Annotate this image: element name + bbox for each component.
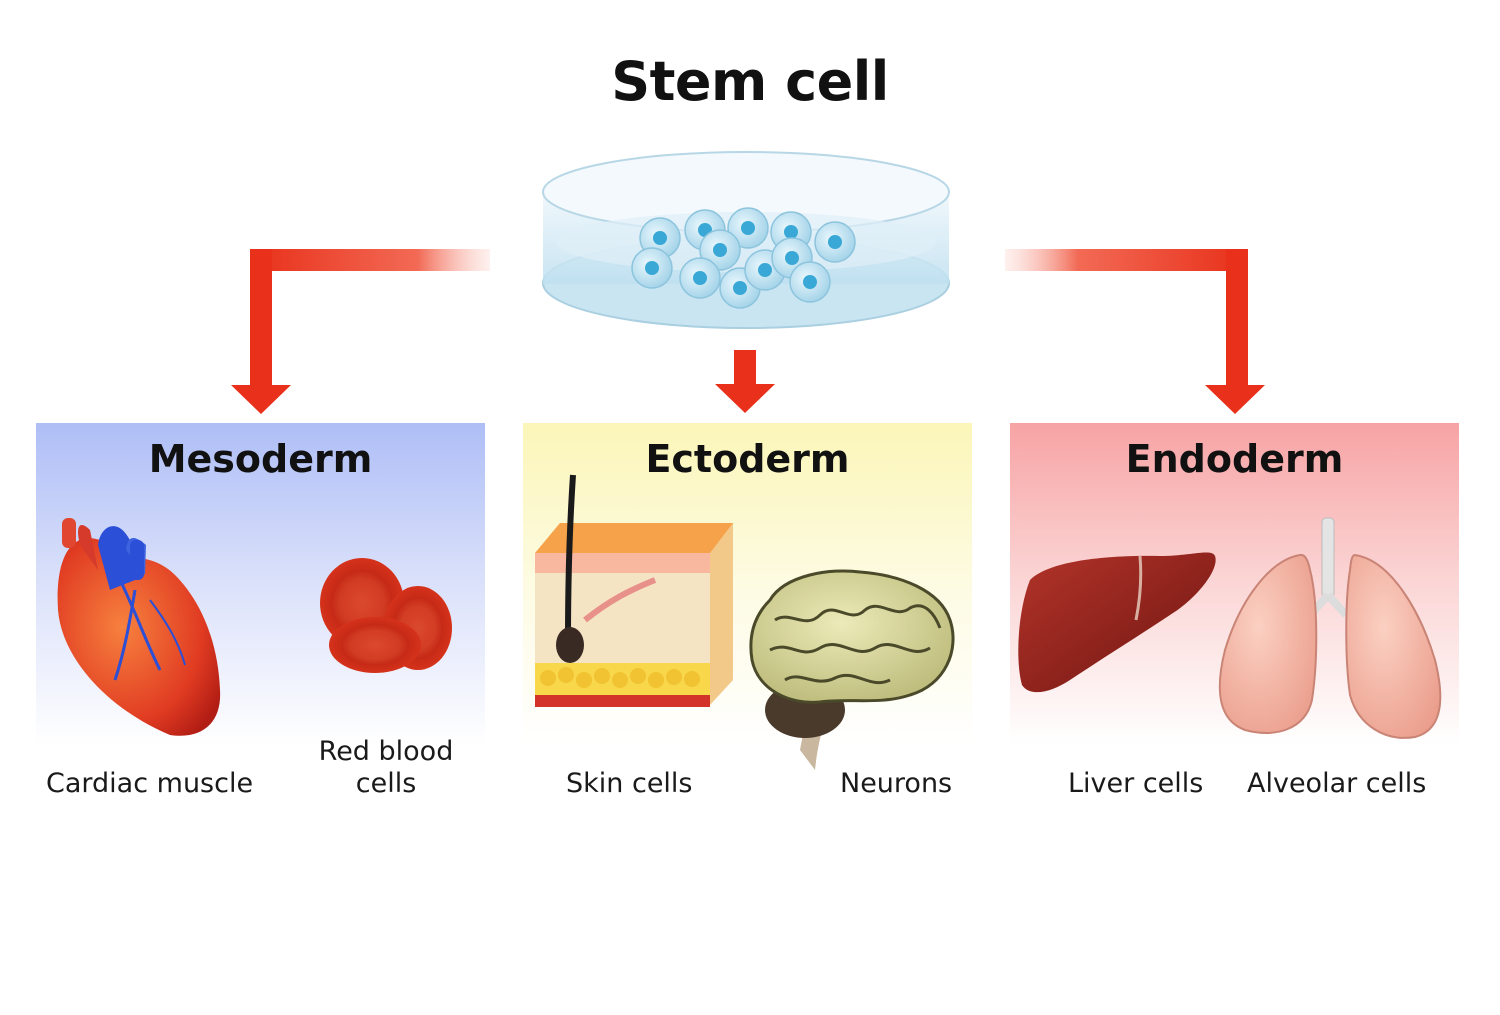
petri-dish-icon — [542, 151, 950, 329]
brain-icon — [749, 569, 955, 770]
ectoderm-title: Ectoderm — [645, 437, 850, 481]
mesoderm-title: Mesoderm — [148, 437, 373, 481]
caption-cardiac-muscle: Cardiac muscle — [46, 768, 254, 799]
lungs-icon — [1218, 517, 1442, 739]
caption-red-blood-cells: Red blood cells — [318, 736, 454, 799]
arrow-to-ectoderm — [715, 350, 775, 413]
liver-icon — [1018, 552, 1216, 693]
caption-neurons: Neurons — [840, 768, 953, 799]
caption-skin-cells: Skin cells — [566, 768, 693, 799]
arrow-to-endoderm — [1005, 249, 1265, 414]
skin-section-icon — [535, 474, 733, 707]
endoderm-title: Endoderm — [1125, 437, 1344, 481]
caption-alveolar-cells: Alveolar cells — [1247, 768, 1427, 799]
caption-liver-cells: Liver cells — [1068, 768, 1204, 799]
arrow-to-mesoderm — [231, 249, 490, 414]
stem-cells — [631, 207, 856, 309]
red-blood-cells-icon — [320, 558, 452, 673]
heart-icon — [57, 518, 221, 736]
diagram-title: Stem cell — [611, 50, 889, 113]
